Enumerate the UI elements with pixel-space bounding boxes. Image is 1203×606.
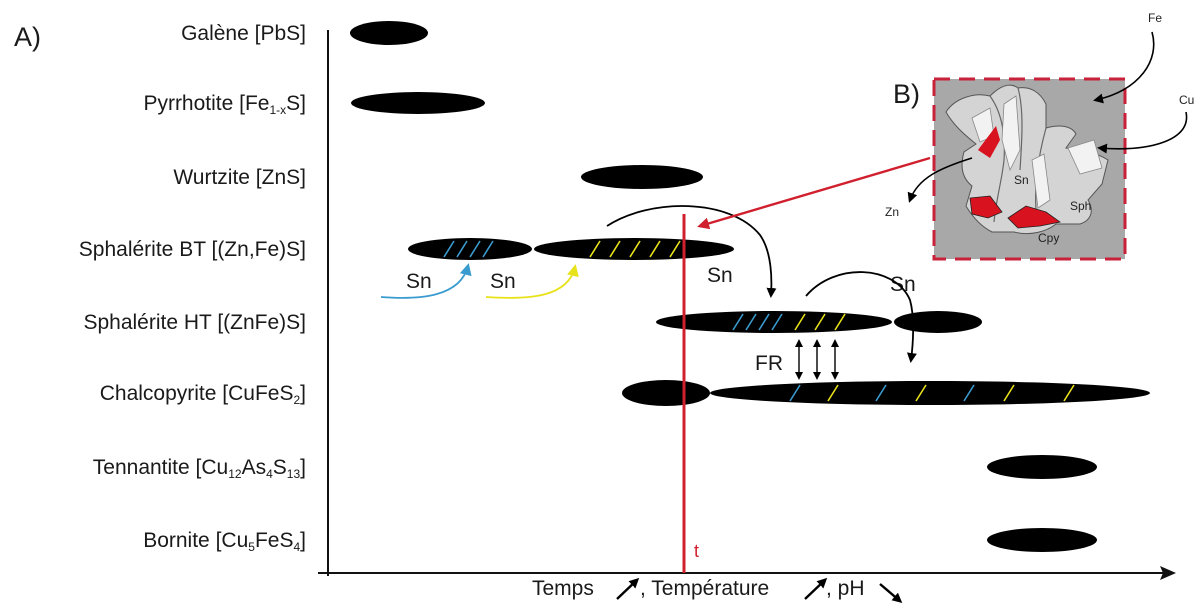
mineral-label: Galène [PbS]: [181, 22, 306, 45]
mineral-label: Pyrrhotite [Fe1-xS]: [143, 92, 306, 117]
bar-sphalerite-ht-2: [894, 311, 982, 333]
fr-double-arrows: [795, 339, 839, 380]
mineral-label: Wurtzite [ZnS]: [173, 166, 306, 189]
sn-label-3: Sn: [707, 264, 733, 287]
sn-label-1: Sn: [406, 270, 432, 293]
x-axis-arrowhead: [1160, 566, 1176, 580]
time-marker-label: t: [694, 541, 699, 561]
x-axis-temperature: , Température: [640, 577, 769, 600]
mineral-labels: Galène [PbS] Pyrrhotite [Fe1-xS] Wurtzite …: [79, 22, 306, 554]
mineral-label: Chalcopyrite [CuFeS2]: [100, 382, 306, 407]
panel-b-label: B): [893, 79, 920, 109]
panel-a-label: A): [14, 22, 41, 52]
light-grain: [1067, 139, 1103, 175]
yellow-sn-arrow: [485, 264, 579, 299]
decrease-arrow-icon: [879, 583, 903, 603]
light-grain: [1001, 95, 1021, 172]
sn-label-2: Sn: [490, 270, 516, 293]
bar-bornite: [987, 528, 1097, 552]
mineral-label: Sphalérite BT [(Zn,Fe)S]: [79, 238, 306, 261]
bar-wurtzite: [581, 165, 703, 189]
bar-chalcopyrite-1: [622, 380, 710, 406]
chalcopyrite-patch: [969, 195, 1003, 219]
light-grain: [1031, 153, 1051, 209]
inset-fe-label: Fe: [1148, 11, 1162, 25]
increase-arrow-icon: [804, 577, 828, 600]
blue-hatching: [443, 240, 975, 402]
mineral-label: Bornite [Cu5FeS4]: [143, 529, 306, 554]
sn-label-4: Sn: [890, 273, 916, 296]
inset-to-timeline-arrow: [697, 156, 931, 230]
sn-transfer-arrow-2: [805, 271, 917, 363]
fe-pointer-arrow: [1093, 31, 1155, 104]
inset-sn-label: Sn: [1014, 173, 1029, 187]
yellow-hatching: [589, 240, 1075, 402]
cu-pointer-arrow: [1097, 111, 1188, 154]
bar-chalcopyrite-2: [710, 381, 1150, 405]
blue-sn-arrow: [380, 263, 472, 299]
x-axis-ph: , pH: [826, 577, 865, 600]
inset-cu-label: Cu: [1179, 93, 1194, 107]
fr-label: FR: [755, 352, 783, 375]
bar-pyrrhotite: [351, 92, 485, 114]
bar-sphalerite-bt-1: [408, 238, 532, 260]
sn-transfer-arrow-1: [606, 205, 777, 298]
inset-zn-label: Zn: [885, 205, 899, 219]
chalcopyrite-patch: [1007, 205, 1061, 229]
inset-sph-label: Sph: [1070, 199, 1091, 213]
zn-pointer-arrow: [907, 157, 973, 203]
increase-arrow-icon: [616, 577, 640, 600]
x-axis-caption: Temps , Température , pH: [532, 577, 903, 603]
bar-sphalerite-ht-1: [656, 311, 892, 333]
chalcopyrite-patch: [978, 126, 1000, 158]
inset-micrograph: Sn Sph Cpy: [932, 77, 1127, 261]
mineral-label: Tennantite [Cu12As4S13]: [93, 456, 306, 481]
x-axis-temps: Temps: [532, 577, 594, 600]
inset-cpy-label: Cpy: [1038, 231, 1059, 245]
bar-sphalerite-bt-2: [534, 238, 734, 260]
bar-tennantite: [987, 455, 1097, 479]
bar-galene: [350, 21, 428, 45]
mineral-label: Sphalérite HT [(ZnFe)S]: [83, 311, 306, 334]
